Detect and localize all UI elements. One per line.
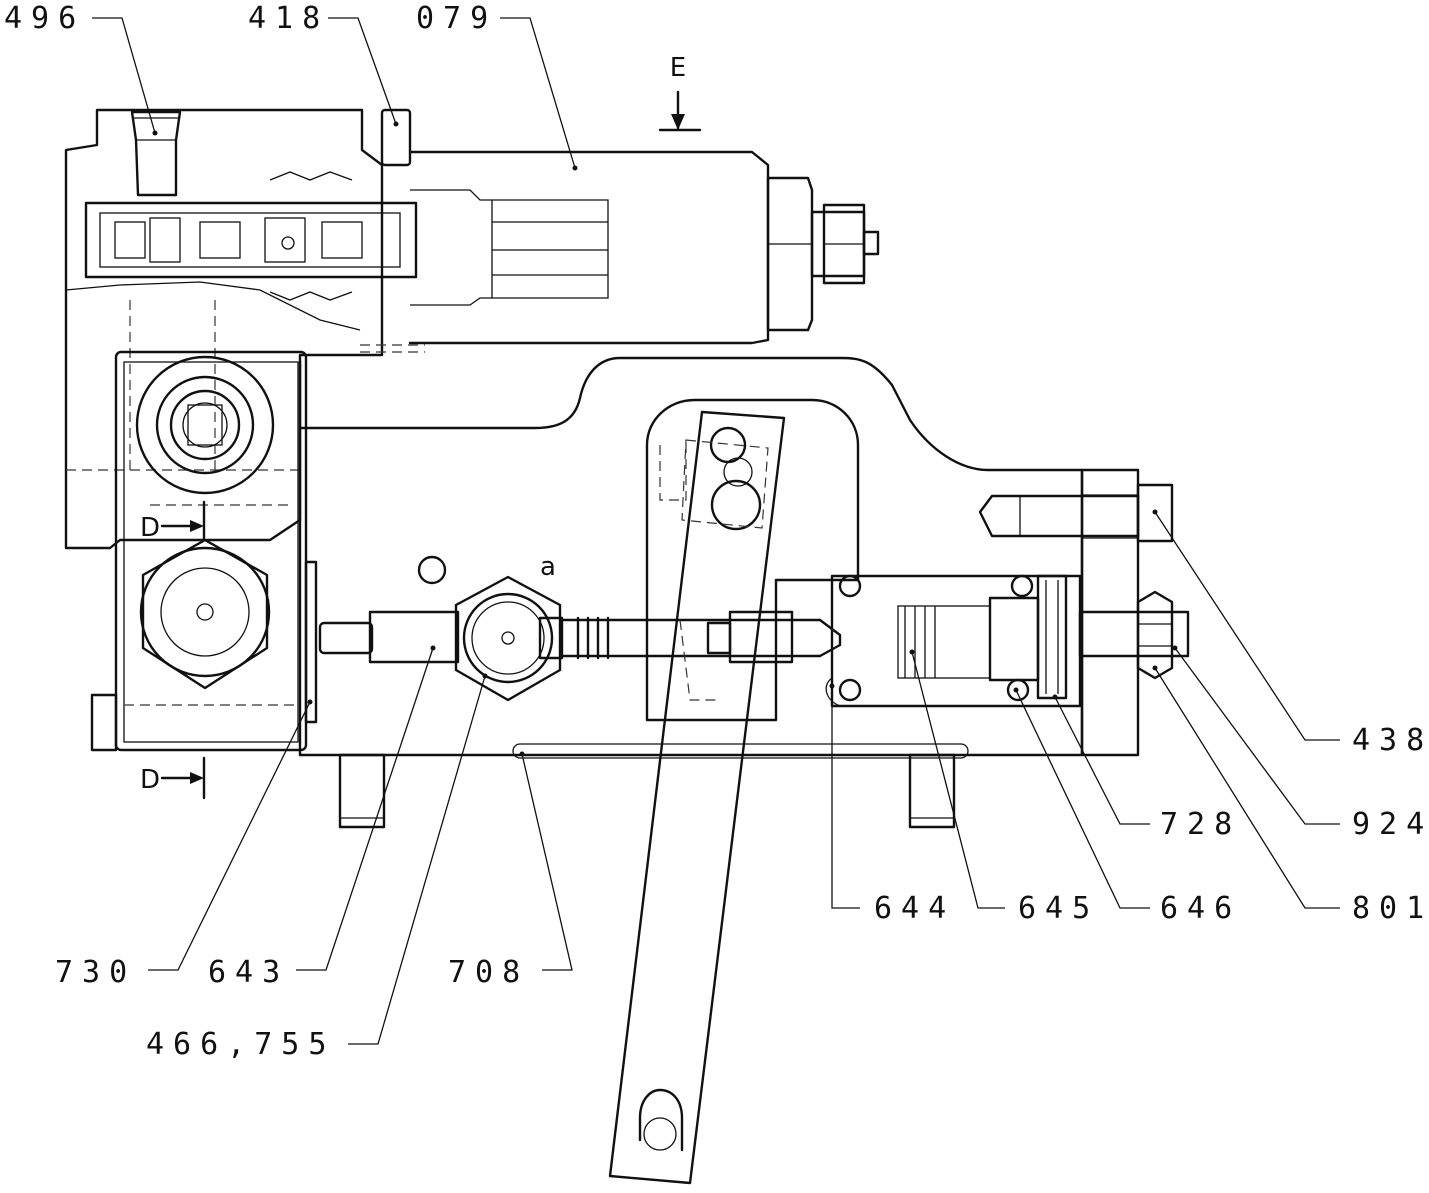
detail-mark-a: a <box>540 552 556 582</box>
callout-646: 646 <box>1160 891 1241 926</box>
section-arrow-d-bottom <box>160 756 206 800</box>
section-mark-d-bottom: D <box>140 765 160 795</box>
solenoid <box>360 108 880 353</box>
callout-079: 079 <box>416 1 497 36</box>
rod-assembly <box>318 575 842 702</box>
end-block <box>978 468 1190 757</box>
callout-728: 728 <box>1160 807 1241 842</box>
upper-valve-body <box>64 108 418 550</box>
callout-730: 730 <box>55 955 136 990</box>
main-housing <box>298 356 1084 829</box>
callout-466-755: 466,755 <box>146 1027 335 1062</box>
view-mark-e: E <box>670 53 686 83</box>
callout-496: 496 <box>4 1 85 36</box>
section-arrow-d-top <box>160 500 206 542</box>
callout-708: 708 <box>448 955 529 990</box>
callout-645: 645 <box>1018 891 1099 926</box>
callout-643: 643 <box>208 955 289 990</box>
piston-assembly <box>825 574 1082 708</box>
left-side-plate <box>90 350 318 752</box>
leader-lines <box>92 17 1340 1045</box>
callout-644: 644 <box>874 891 955 926</box>
spool-lands <box>114 171 363 301</box>
callout-438: 438 <box>1352 723 1429 758</box>
section-mark-d-top: D <box>140 513 160 543</box>
callout-418: 418 <box>248 1 329 36</box>
callout-801: 801 <box>1352 891 1429 926</box>
callout-924: 924 <box>1352 807 1429 842</box>
view-arrow-e <box>658 90 702 132</box>
lever-arm <box>608 410 786 1185</box>
